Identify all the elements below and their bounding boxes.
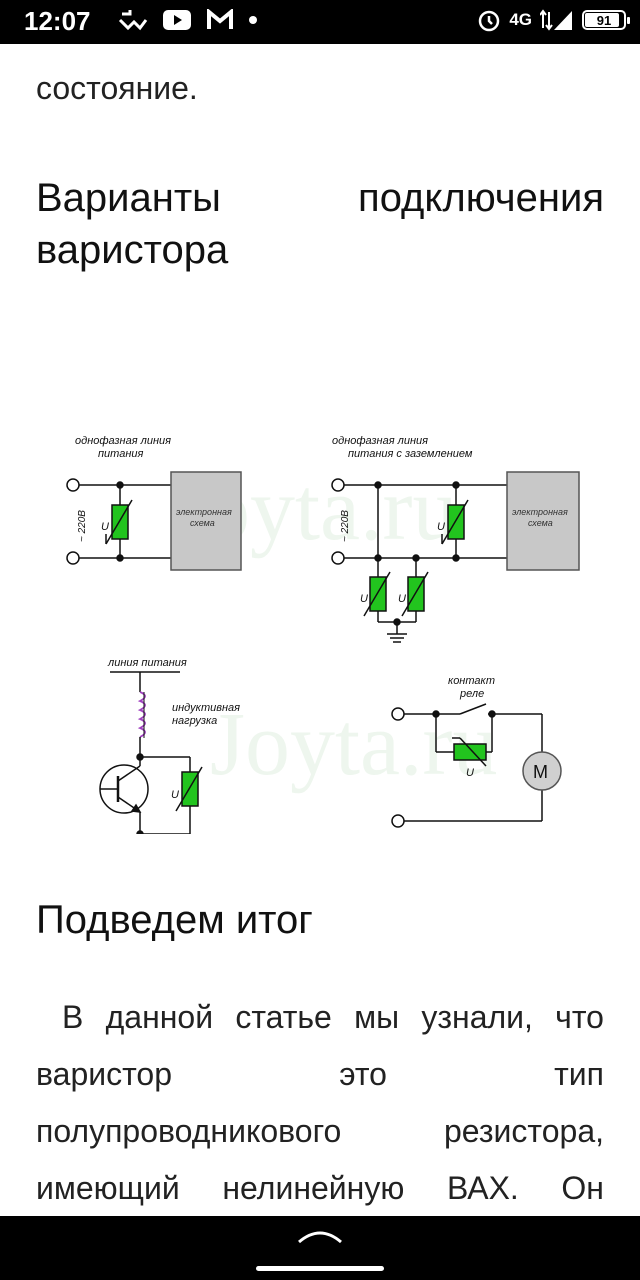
d1-voltage: ~ 220В — [77, 510, 88, 542]
paragraph-line: варистор это тип — [36, 1046, 604, 1103]
paragraph-word: мы — [354, 999, 400, 1035]
paragraph-word: что — [555, 999, 604, 1035]
paragraph-word: ВАХ. — [446, 1170, 519, 1206]
u-label: U — [398, 593, 406, 605]
d1-line-label: однофазная линия — [75, 435, 171, 447]
missed-call-icon — [118, 10, 148, 31]
heading-word: подключения — [358, 176, 604, 220]
paragraph-word: узнали, — [421, 999, 533, 1035]
d3-load-label: индуктивная — [172, 702, 240, 714]
d2-box-label: электронная — [512, 507, 568, 517]
paragraph-word: статье — [235, 999, 332, 1035]
home-gesture-bar[interactable] — [256, 1266, 384, 1271]
diagram-1: однофазная линия питания U ~ 220В электр… — [66, 435, 242, 571]
section-heading: Варианты подключения варистора — [36, 172, 604, 276]
paragraph-line: имеющий нелинейную ВАХ. Он — [36, 1160, 604, 1216]
signal-icon — [540, 9, 572, 31]
u-label: U — [101, 521, 109, 533]
paragraph-word: варистор — [36, 1056, 172, 1092]
paragraph-word: полупроводникового — [36, 1113, 342, 1149]
u-label: U — [360, 593, 368, 605]
u-label: U — [437, 521, 445, 533]
u-label: U — [171, 789, 179, 801]
paragraph-word: данной — [105, 999, 214, 1035]
motor-label: M — [533, 762, 548, 782]
navigation-bar — [0, 1216, 640, 1280]
heading-word: Варианты — [36, 176, 221, 220]
diagram-3: линия питания индуктивная нагрузка U — [99, 657, 240, 834]
chevron-up-icon[interactable] — [297, 1228, 343, 1244]
d1-box-label: электронная — [176, 507, 232, 517]
d3-line-label: линия питания — [107, 657, 187, 669]
summary-heading: Подведем итог — [36, 898, 313, 942]
network-label: 4G — [509, 10, 532, 29]
d1-box-label: схема — [190, 518, 215, 528]
d1-line-label: питания — [98, 448, 143, 460]
paragraph-line: полупроводникового резистора, — [36, 1103, 604, 1160]
watermark-text: Joyta.ru — [210, 695, 497, 794]
paragraph-word: В — [62, 999, 84, 1035]
paragraph-word: Он — [561, 1170, 604, 1206]
diagram-2: однофазная линия питания с заземлением U… — [331, 435, 580, 643]
battery-level — [585, 13, 620, 27]
paragraph-tail: состояние. — [36, 70, 198, 106]
d3-load-label: нагрузка — [172, 715, 217, 727]
paragraph-word: тип — [554, 1056, 604, 1092]
status-bar: 12:07 4G 91 — [0, 0, 640, 44]
d4-contact-label: реле — [459, 688, 484, 700]
battery-percent: 91 — [596, 12, 612, 28]
varistor-diagram: Joyta.ru Joyta.ru однофазная линия питан… — [66, 435, 580, 834]
gmail-icon — [207, 9, 233, 29]
paragraph-word: нелинейную — [222, 1170, 405, 1206]
paragraph-word: резистора, — [443, 1113, 604, 1149]
battery-icon: 91 — [582, 10, 630, 30]
d2-line-label: питания с заземлением — [348, 448, 473, 460]
paragraph-word: имеющий — [36, 1170, 180, 1206]
u-label: U — [466, 767, 474, 779]
d2-line-label: однофазная линия — [332, 435, 428, 447]
clock: 12:07 — [24, 6, 91, 36]
summary-paragraph: В данной статье мы узнали, что варистор … — [36, 989, 604, 1216]
d2-box-label: схема — [528, 518, 553, 528]
youtube-icon — [163, 10, 191, 30]
d4-contact-label: контакт — [448, 675, 495, 687]
paragraph-word: это — [339, 1056, 387, 1092]
article-content[interactable]: состояние. Варианты подключения варистор… — [0, 44, 640, 1216]
d2-voltage: ~ 220В — [340, 510, 351, 542]
dot-icon — [249, 16, 257, 24]
diagram-4: контакт реле U M — [391, 675, 562, 828]
paragraph-line: В данной статье мы узнали, что — [36, 989, 604, 1046]
alarm-icon — [479, 10, 500, 32]
heading-word: варистора — [36, 228, 229, 272]
